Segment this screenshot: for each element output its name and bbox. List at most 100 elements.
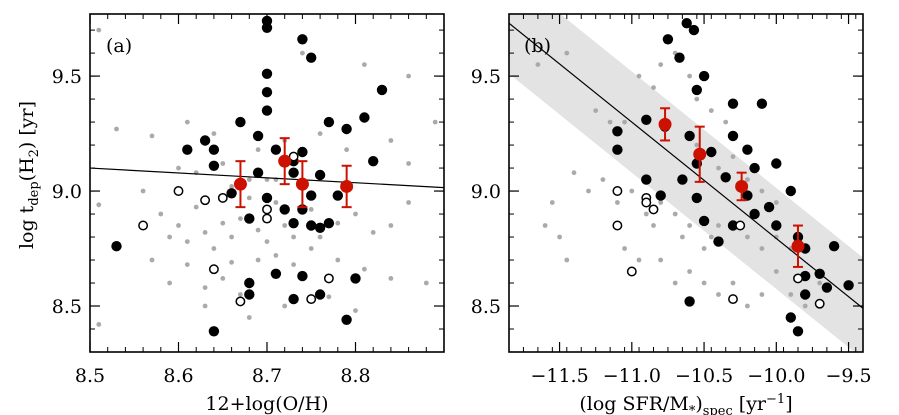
grey-data-point	[680, 234, 685, 240]
black-data-point	[261, 87, 273, 98]
grey-data-point	[193, 204, 199, 210]
grey-data-point	[220, 161, 226, 166]
open-data-point	[217, 192, 228, 203]
grey-data-point	[326, 294, 332, 300]
grey-data-point	[658, 257, 664, 263]
grey-data-point	[229, 259, 235, 265]
grey-data-point	[202, 230, 208, 235]
panel-a-frame	[89, 13, 445, 353]
grey-data-point	[593, 108, 599, 113]
black-data-point	[314, 169, 326, 181]
black-data-point	[677, 174, 688, 185]
black-data-point	[684, 296, 695, 307]
grey-data-point	[353, 308, 358, 313]
binned-point	[278, 154, 292, 168]
black-data-point	[208, 144, 220, 155]
open-data-point	[262, 213, 272, 224]
y-tick-label: 9.0	[471, 181, 501, 203]
x-tick-label: −9.5	[825, 365, 871, 387]
black-data-point	[727, 130, 739, 142]
black-data-point	[691, 192, 702, 204]
grey-data-point	[817, 280, 823, 286]
grey-data-point	[335, 220, 341, 226]
black-data-point	[720, 172, 731, 183]
grey-data-point	[788, 292, 794, 297]
binned-point	[791, 239, 805, 253]
grey-data-point	[158, 211, 164, 217]
grey-data-point	[149, 133, 155, 139]
grey-data-point	[723, 119, 729, 125]
grey-data-point	[184, 119, 190, 125]
open-data-point	[735, 220, 746, 231]
open-data-point	[612, 220, 623, 231]
black-data-point	[306, 190, 317, 201]
grey-data-point	[211, 131, 217, 137]
black-data-point	[341, 314, 352, 325]
black-data-point	[314, 289, 326, 300]
grey-data-point	[370, 230, 376, 235]
grey-data-point	[229, 234, 235, 240]
black-data-point	[368, 156, 379, 167]
grey-data-point	[273, 200, 279, 205]
binned-point	[295, 177, 309, 191]
grey-data-point	[176, 223, 181, 228]
grey-data-point	[687, 223, 692, 228]
grey-data-point	[622, 246, 627, 251]
black-data-point	[800, 289, 811, 300]
black-data-point	[314, 222, 326, 233]
y-tick-label: 9.5	[471, 66, 501, 88]
black-data-point	[261, 192, 273, 204]
panel-b-x-axis-title: (log SFR/M*)spec [yr−1]	[579, 392, 792, 415]
black-data-point	[235, 116, 246, 128]
open-data-point	[641, 197, 652, 208]
black-data-point	[261, 105, 273, 116]
x-tick-label: −10.5	[675, 365, 733, 387]
x-tick-label: −11.0	[603, 365, 661, 387]
black-data-point	[698, 215, 710, 227]
black-data-point	[684, 130, 695, 142]
open-data-point	[138, 220, 149, 231]
grey-data-point	[273, 253, 279, 258]
black-data-point	[792, 326, 804, 337]
grey-data-point	[388, 223, 394, 228]
grey-data-point	[802, 303, 808, 309]
panel-b-label: (b)	[524, 35, 551, 57]
grey-data-point	[658, 200, 664, 205]
open-data-point	[288, 151, 299, 162]
panel-b-clip-content	[509, 14, 863, 352]
black-data-point	[323, 218, 335, 229]
binned-point	[658, 117, 672, 131]
grey-data-point	[694, 96, 700, 102]
open-data-point	[728, 294, 738, 305]
grey-data-point	[694, 142, 700, 148]
binned-point	[693, 147, 707, 161]
grey-data-point	[140, 188, 146, 194]
binned-point	[735, 179, 749, 193]
grey-data-point	[308, 207, 314, 212]
grey-data-point	[291, 262, 296, 267]
grey-data-point	[406, 161, 411, 166]
black-data-point	[771, 158, 782, 169]
grey-data-point	[114, 126, 119, 132]
y-tick-label: 9.0	[52, 181, 82, 203]
black-data-point	[641, 114, 652, 126]
panel-b-ticks: −11.5−11.0−10.5−10.0−9.58.59.09.5	[471, 14, 872, 387]
grey-data-point	[701, 246, 707, 251]
x-tick-label: 8.6	[163, 365, 193, 387]
grey-data-point	[317, 234, 323, 240]
black-data-point	[359, 112, 370, 123]
grey-data-point	[773, 200, 779, 205]
grey-data-point	[255, 147, 261, 153]
grey-data-point	[629, 188, 635, 194]
grey-data-point	[149, 257, 155, 263]
black-data-point	[756, 98, 768, 109]
black-data-point	[662, 34, 674, 45]
open-data-point	[200, 195, 211, 206]
grey-data-point	[220, 276, 226, 281]
open-data-point	[173, 186, 184, 196]
grey-data-point	[745, 234, 750, 240]
black-data-point	[828, 241, 840, 252]
black-data-point	[727, 220, 739, 231]
black-data-point	[332, 190, 343, 201]
